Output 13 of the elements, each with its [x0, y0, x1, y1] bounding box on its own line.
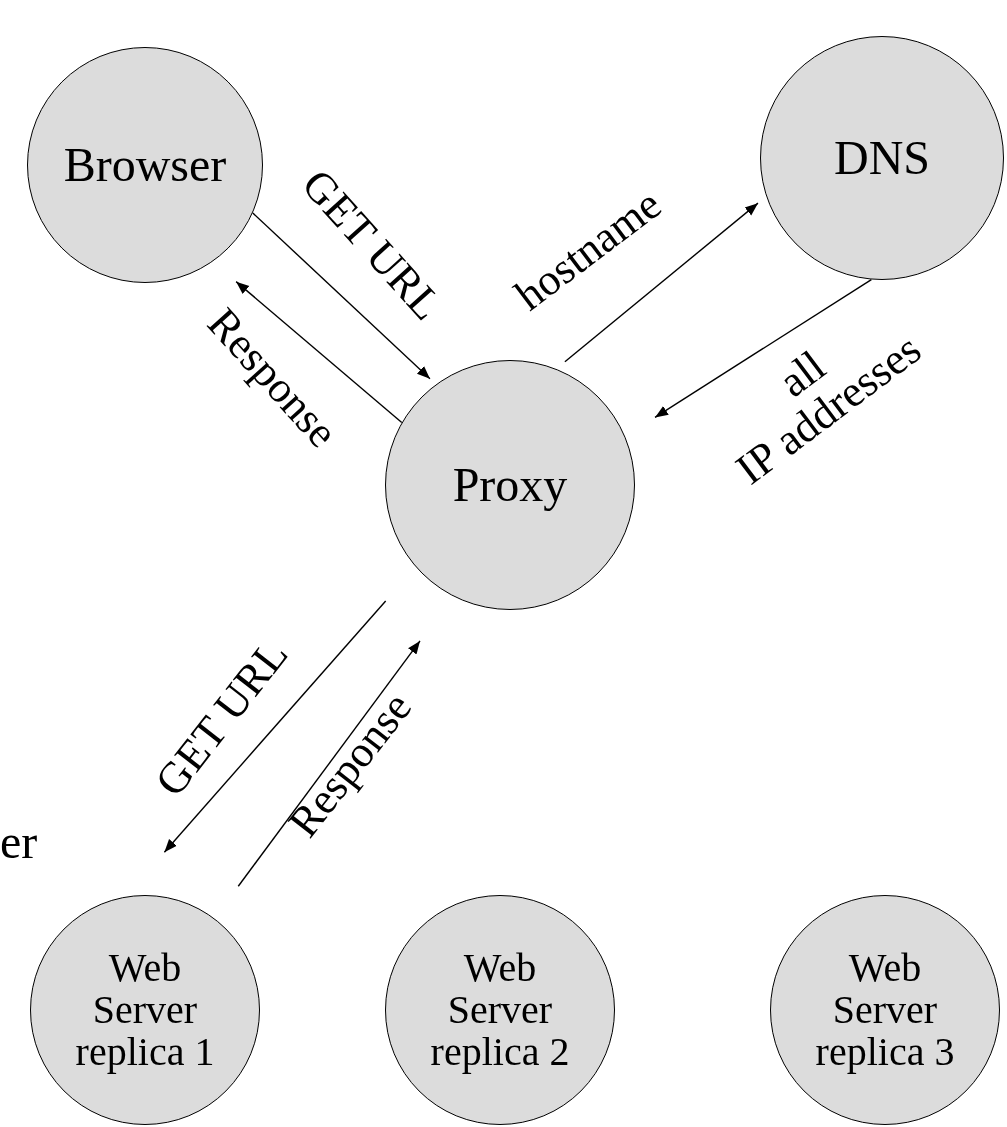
arrow — [654, 278, 873, 419]
text-fragment: er — [0, 818, 38, 866]
node-label: Browser — [62, 139, 228, 191]
arrow — [252, 212, 431, 380]
node-label: DNS — [833, 132, 931, 184]
node-label: Web Server replica 2 — [429, 947, 571, 1073]
arrow — [237, 640, 421, 887]
arrow — [235, 280, 403, 424]
arrow — [163, 600, 387, 853]
node-label: Web Server replica 1 — [74, 947, 216, 1073]
node-label: Proxy — [451, 459, 569, 511]
node-label: Web Server replica 3 — [814, 947, 956, 1073]
arrow — [564, 202, 759, 363]
